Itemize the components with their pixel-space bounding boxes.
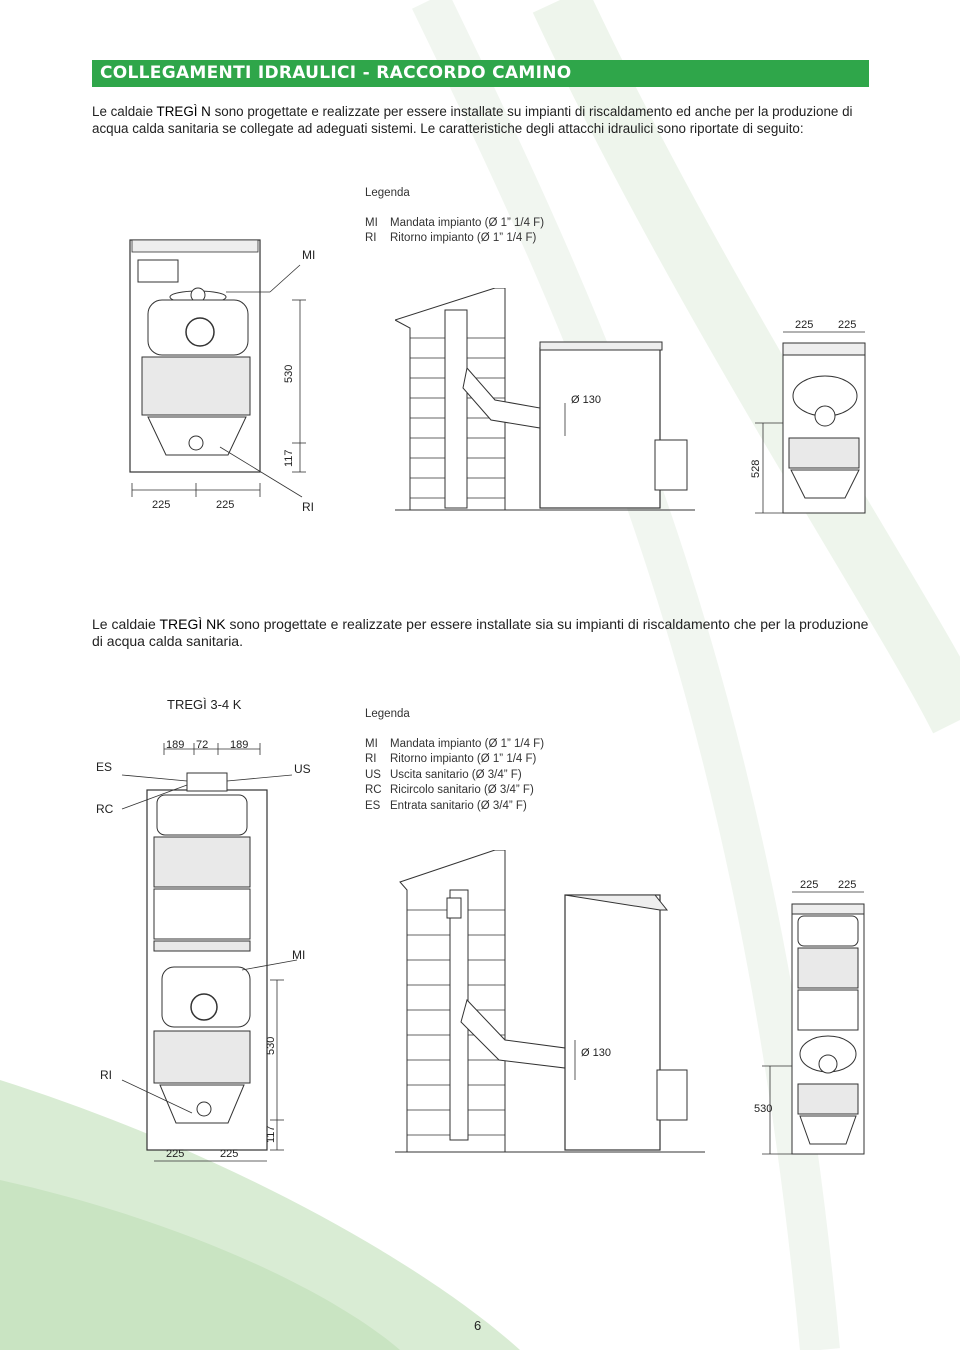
model-label: TREGÌ 3-4 K (167, 697, 242, 712)
label-ri: RI (100, 1068, 112, 1082)
dim-width-right: 225 (216, 499, 234, 511)
boiler-front-view-2: 189 72 189 ES RC US MI RI 225 225 530 11… (92, 735, 332, 1165)
flue-diameter-label: Ø 130 (581, 1047, 611, 1059)
side-dim-width-right: 225 (838, 879, 856, 891)
dim-top-middle: 72 (196, 739, 208, 751)
side-dim-width-left: 225 (800, 879, 818, 891)
boiler-side-view-1: 225 225 528 (745, 318, 880, 518)
side-dim-width-left: 225 (795, 319, 813, 331)
intro-1-prefix: Le caldaie (92, 104, 154, 119)
intro-2-brand: TREGÌ NK (159, 616, 226, 632)
intro-2-prefix: Le caldaie (92, 616, 156, 632)
chimney-connection-view-1: Ø 130 (395, 288, 695, 513)
side-dim-height: 528 (750, 460, 762, 478)
section-title: COLLEGAMENTI IDRAULICI - RACCORDO CAMINO (100, 63, 572, 83)
label-mi: MI (302, 248, 315, 262)
label-mi: MI (292, 948, 305, 962)
dim-height: 530 (283, 365, 295, 383)
boiler-side-view-2: 225 225 530 (752, 876, 872, 1166)
side-dim-width-right: 225 (838, 319, 856, 331)
boiler-front-view-1: MI RI 225 225 530 117 (120, 235, 330, 520)
page-number: 6 (474, 1318, 482, 1333)
chimney-connection-view-2: Ø 130 (395, 850, 715, 1170)
intro-paragraph-1: Le caldaie TREGÌ N sono progettate e rea… (92, 103, 872, 137)
dim-low: 117 (283, 449, 295, 467)
section-title-bar: COLLEGAMENTI IDRAULICI - RACCORDO CAMINO (92, 60, 869, 87)
intro-1-text: sono progettate e realizzate per essere … (92, 104, 853, 136)
intro-paragraph-2: Le caldaie TREGÌ NK sono progettate e re… (92, 616, 872, 650)
legend-2-heading: Legenda (365, 708, 410, 720)
side-dim-height: 530 (754, 1103, 772, 1115)
label-es: ES (96, 760, 112, 774)
dim-top-left: 189 (166, 739, 184, 751)
flue-diameter-label: Ø 130 (571, 394, 601, 406)
label-us: US (294, 762, 311, 776)
label-rc: RC (96, 802, 114, 816)
legend-1-heading: Legenda (365, 187, 410, 199)
dim-width-left: 225 (152, 499, 170, 511)
dim-height: 530 (265, 1037, 277, 1055)
dim-top-right: 189 (230, 739, 248, 751)
intro-2-text: sono progettate e realizzate per essere … (92, 616, 869, 649)
dim-width-left: 225 (166, 1148, 184, 1160)
dim-low: 117 (265, 1125, 277, 1143)
intro-1-brand: TREGÌ N (156, 104, 211, 119)
dim-width-right: 225 (220, 1148, 238, 1160)
label-ri: RI (302, 500, 314, 514)
